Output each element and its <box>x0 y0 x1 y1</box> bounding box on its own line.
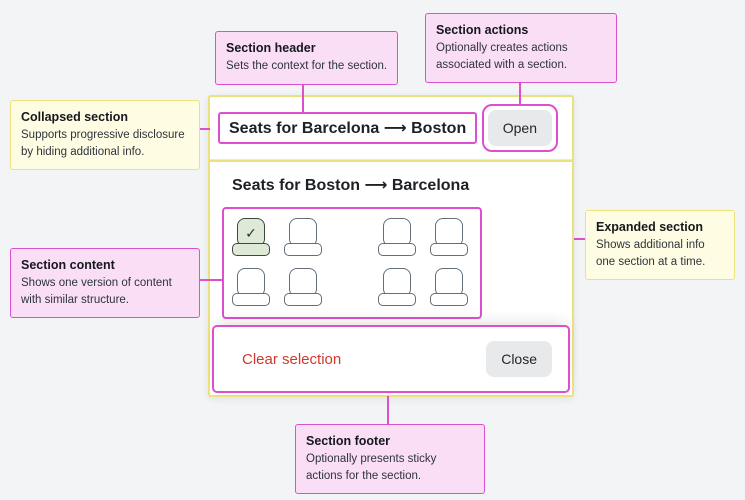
callout-title: Collapsed section <box>21 110 128 124</box>
callout-body: Supports progressive disclosure by hidin… <box>21 129 185 158</box>
connector-section-content <box>196 279 224 281</box>
seat[interactable] <box>284 268 322 306</box>
connector-collapsed-section <box>196 128 210 130</box>
seat-base-shape <box>430 243 468 256</box>
section-footer: Clear selection Close <box>212 325 570 393</box>
seat[interactable] <box>430 268 468 306</box>
seat-base-shape <box>430 293 468 306</box>
callout-section-content: Section content Shows one version of con… <box>10 248 200 319</box>
seat-base-shape <box>232 293 270 306</box>
callout-section-footer: Section footer Optionally presents stick… <box>295 424 485 495</box>
seat-base-shape <box>284 243 322 256</box>
seat-back-shape <box>289 268 317 297</box>
seat-back-shape <box>383 218 411 247</box>
seat-grid: ✓ <box>232 218 468 306</box>
callout-title: Section footer <box>306 434 391 448</box>
seat-row: ✓ <box>232 218 468 256</box>
seat-base-shape <box>284 293 322 306</box>
seat-back-shape <box>289 218 317 247</box>
callout-section-header: Section header Sets the context for the … <box>215 31 399 85</box>
seat-back-shape <box>435 268 463 297</box>
section-content-highlight: ✓ <box>222 207 482 319</box>
seat-selected[interactable]: ✓ <box>232 218 270 256</box>
callout-body: Optionally creates actions associated wi… <box>436 42 568 71</box>
collapsed-section-title: Seats for Barcelona ⟶ Boston <box>218 112 478 144</box>
callout-section-actions: Section actions Optionally creates actio… <box>425 13 617 84</box>
connector-section-header <box>302 60 304 113</box>
connector-expanded-section <box>574 238 587 240</box>
seat[interactable] <box>378 218 416 256</box>
seat-base-shape <box>378 243 416 256</box>
expanded-section: Seats for Boston ⟶ Barcelona ✓ <box>210 160 572 319</box>
callout-title: Section content <box>21 258 115 272</box>
seat-row <box>232 268 468 306</box>
callout-title: Section header <box>226 41 316 55</box>
callout-expanded-section: Expanded section Shows additional info o… <box>585 210 735 281</box>
clear-selection-button[interactable]: Clear selection <box>242 350 342 368</box>
checkmark-icon: ✓ <box>245 225 257 241</box>
expanded-section-title: Seats for Boston ⟶ Barcelona <box>232 177 470 194</box>
seat-base-shape <box>232 243 270 256</box>
callout-body: Optionally presents sticky actions for t… <box>306 453 437 482</box>
seat-selection-card: Seats for Barcelona ⟶ Boston Open Seats … <box>208 95 574 397</box>
close-button[interactable]: Close <box>486 341 552 377</box>
seat[interactable] <box>284 218 322 256</box>
callout-title: Expanded section <box>596 220 703 234</box>
seat-back-shape <box>237 218 265 247</box>
collapsed-section: Seats for Barcelona ⟶ Boston Open <box>210 97 572 160</box>
section-actions-highlight: Open <box>481 104 558 152</box>
seat-base-shape <box>378 293 416 306</box>
callout-body: Shows one version of content with simila… <box>21 277 172 306</box>
callout-collapsed-section: Collapsed section Supports progressive d… <box>10 100 200 171</box>
seat-back-shape <box>237 268 265 297</box>
callout-title: Section actions <box>436 23 529 37</box>
seat[interactable] <box>430 218 468 256</box>
connector-section-footer <box>387 396 389 426</box>
open-button[interactable]: Open <box>487 110 552 146</box>
seat[interactable] <box>378 268 416 306</box>
callout-body: Sets the context for the section. <box>226 60 388 72</box>
callout-body: Shows additional info one section at a t… <box>596 239 706 268</box>
seat[interactable] <box>232 268 270 306</box>
